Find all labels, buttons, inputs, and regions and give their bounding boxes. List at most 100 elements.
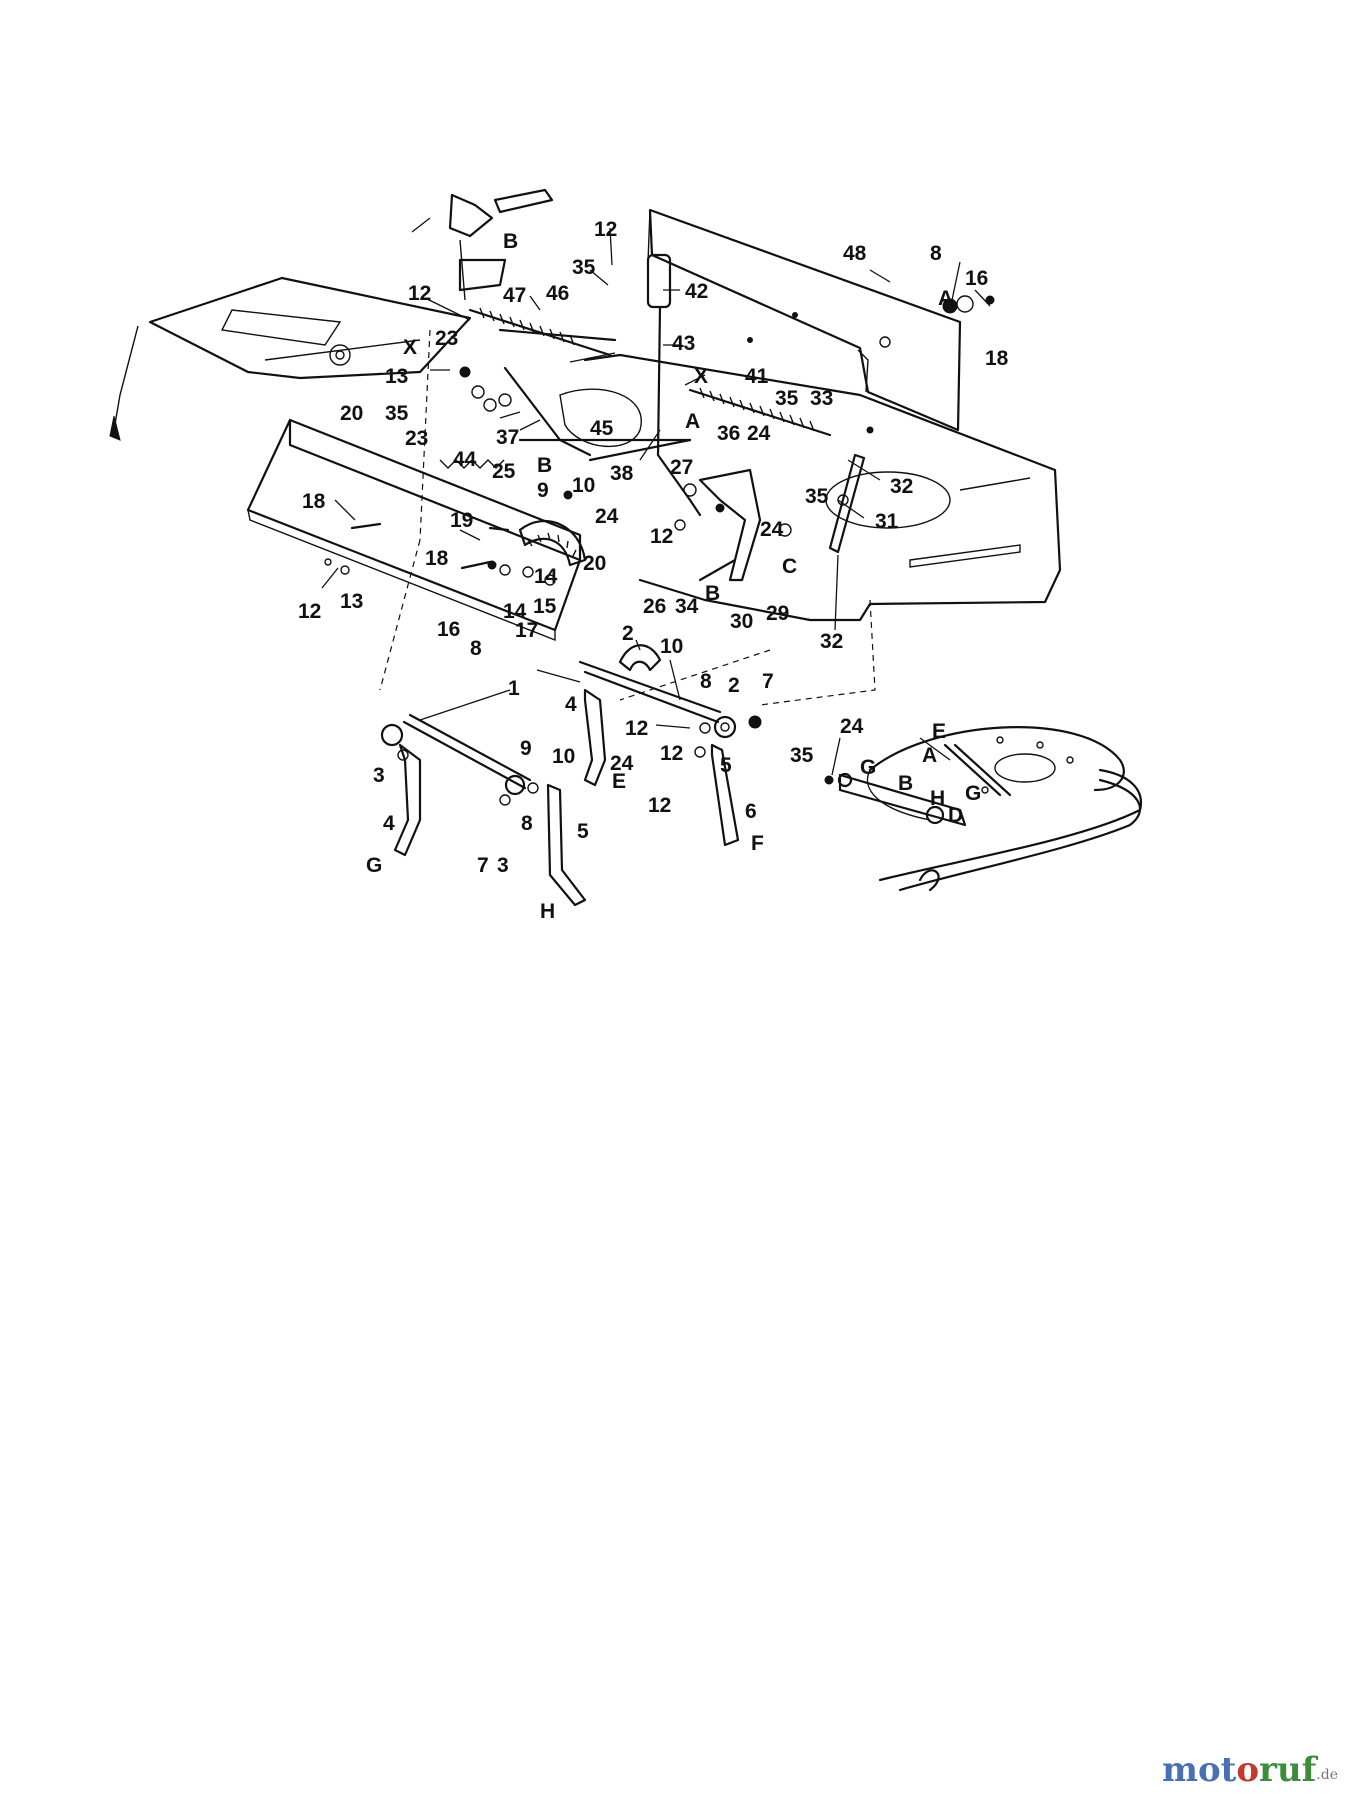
diagram-artwork [109,188,1143,907]
callout-label: 35 [790,744,814,767]
callout-label: 18 [985,347,1009,370]
callout-label: B [503,230,518,253]
callout-label: B [537,454,552,477]
callout-label: 12 [648,794,671,817]
callout-label: C [782,555,797,578]
callout-label: 35 [572,256,596,279]
callout-label: 8 [521,812,533,835]
callout-label: 2 [622,622,634,645]
logo-part-3: ruf [1259,1750,1317,1790]
callout-label: 23 [405,427,428,450]
callout-label: 24 [610,752,634,775]
callout-label: 13 [340,590,363,613]
callout-label: 10 [552,745,575,768]
callout-label: 26 [643,595,666,618]
callout-label: 4 [565,693,577,716]
callout-label: E [612,770,626,793]
callout-label: 37 [496,426,519,449]
callout-label: H [930,787,945,810]
callout-label: A [922,744,937,767]
callout-label: 20 [340,402,363,425]
callout-label: 27 [670,456,693,479]
callout-label: E [932,720,946,743]
callout-label: X [403,336,417,359]
callout-label: 15 [533,595,557,618]
callout-label: 7 [762,670,774,693]
callout-label: 24 [747,422,771,445]
callout-label: 24 [840,715,864,738]
callout-label: 14 [503,600,527,623]
callout-label: F [751,832,764,855]
callout-label: 12 [625,717,648,740]
callout-label: 16 [437,618,460,641]
callout-label: 25 [492,460,516,483]
callout-label: 48 [843,242,867,265]
callout-label: 46 [546,282,569,305]
callout-label: 9 [537,479,549,502]
callout-label: B [705,582,720,605]
callout-label: B [898,772,913,795]
callout-label: 20 [583,552,606,575]
callout-label: 10 [660,635,683,658]
logo-part-4: .de [1316,1767,1338,1783]
callout-label: G [366,854,382,877]
callout-label: 32 [820,630,843,653]
callout-label: 16 [965,267,988,290]
callout-label: 33 [810,387,833,410]
callout-label: 8 [930,242,942,265]
callout-label: 6 [745,800,757,823]
callout-label: A [685,410,700,433]
callout-label: 24 [760,518,784,541]
callout-label: 12 [594,218,617,241]
callout-label: 5 [720,754,732,777]
callout-label: 1 [508,677,520,700]
callout-label: 13 [385,365,408,388]
callout-label: 42 [685,280,708,303]
callout-label: 44 [453,448,477,471]
callout-label: 35 [775,387,799,410]
callout-label: 12 [660,742,683,765]
callout-label: 47 [503,284,526,307]
callout-label: 35 [805,485,829,508]
callout-label: 12 [298,600,321,623]
callout-label: 17 [515,619,538,642]
callout-label: 24 [595,505,619,528]
callout-label: 5 [577,820,589,843]
callout-label: 12 [408,282,431,305]
callout-label: 4 [383,812,395,835]
callout-label: 3 [373,764,385,787]
callout-label: 43 [672,332,695,355]
callout-label: 7 [477,854,489,877]
callout-label: 8 [700,670,712,693]
callout-label: 30 [730,610,753,633]
callout-label: 45 [590,417,614,440]
callout-label: 19 [450,509,473,532]
callout-label: 38 [610,462,634,485]
callout-label: 10 [572,474,595,497]
callout-label: G [965,782,981,805]
callout-label: D [948,804,963,827]
logo-part-2: o [1236,1750,1260,1790]
callout-label: 31 [875,510,899,533]
callout-label: 14 [534,565,558,588]
callout-label: 29 [766,602,789,625]
callout-label: 9 [520,737,532,760]
callout-label: 32 [890,475,913,498]
motoruf-logo: motoruf.de [1162,1750,1338,1790]
callout-label: 35 [385,402,409,425]
callout-label: 2 [728,674,740,697]
callout-label: 3 [497,854,509,877]
callout-label: 23 [435,327,458,350]
callout-label: 8 [470,637,482,660]
callout-label: 18 [425,547,449,570]
callout-label: 18 [302,490,326,513]
logo-part-1: mot [1161,1750,1237,1790]
callout-label: 36 [717,422,740,445]
callout-labels: B 12 35 42 46 47 12 48 8 16 A 18 43 X 23… [298,218,1009,923]
callout-label: 12 [650,525,673,548]
callout-label: X [694,365,708,388]
callout-label: A [938,287,953,310]
callout-label: H [540,900,555,923]
callout-label: G [860,756,876,779]
